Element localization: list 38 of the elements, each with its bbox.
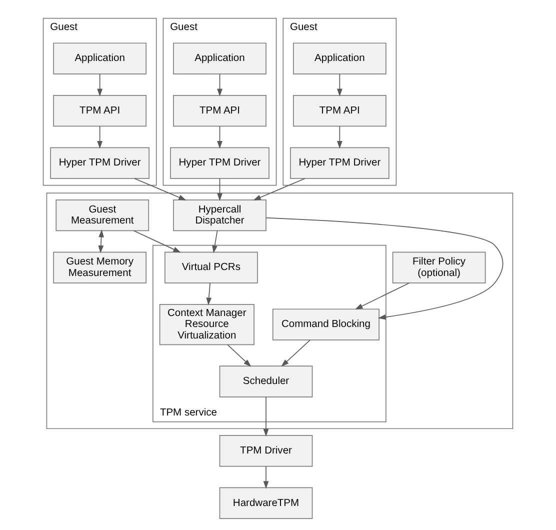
node-box: Context Manager Resource Virtualization [159, 304, 254, 346]
node-box: Virtual PCRs [164, 252, 258, 284]
node-box: Guest Measurement [56, 199, 150, 232]
arrow [212, 230, 218, 254]
node-box: Command Blocking [272, 308, 380, 340]
arrow [263, 396, 269, 437]
node-box: Application [293, 42, 386, 74]
node-box: Hypercall Dispatcher [173, 199, 266, 232]
arrow [134, 178, 186, 200]
node-box: TPM API [293, 94, 386, 127]
arrow [336, 126, 342, 149]
node-box: Hyper TPM Driver [290, 147, 390, 179]
arrow [281, 340, 310, 367]
node-box: Guest Memory Measurement [53, 252, 146, 284]
node-box: Application [53, 42, 146, 74]
node-box: TPM Driver [219, 435, 313, 467]
arrow [217, 126, 222, 149]
arrow [253, 178, 306, 200]
node-box: Hyper TPM Driver [50, 147, 150, 179]
node-box: TPM API [173, 94, 266, 127]
arrow [217, 74, 222, 96]
arrow [97, 126, 103, 149]
node-box: Scheduler [219, 366, 313, 398]
arrow [206, 282, 212, 306]
arrow [227, 344, 252, 367]
arrow [336, 74, 342, 96]
node-box: HardwareTPM [219, 487, 313, 519]
node-box: Application [173, 42, 266, 74]
arrow [263, 466, 269, 489]
arrow [354, 282, 410, 310]
arrow [266, 217, 504, 320]
node-box: Hyper TPM Driver [170, 147, 270, 179]
arrow [217, 178, 222, 201]
node-box: TPM API [53, 94, 146, 127]
arrow [133, 230, 181, 253]
arrow [98, 230, 104, 254]
arrow [97, 74, 103, 96]
node-box: Filter Policy (optional) [392, 252, 486, 284]
